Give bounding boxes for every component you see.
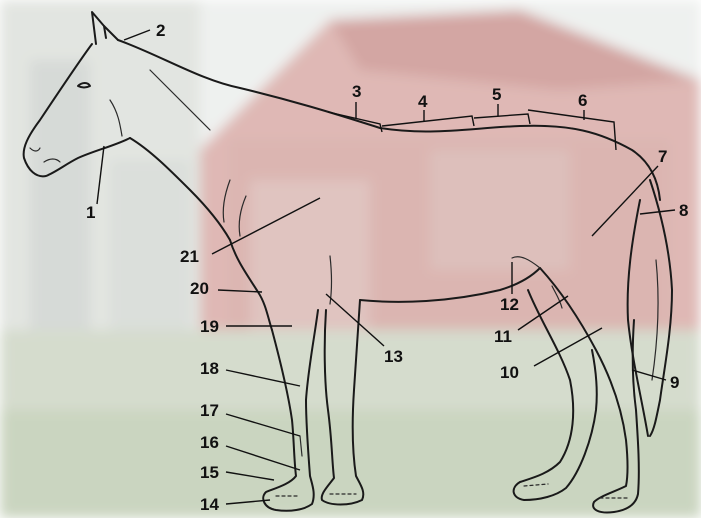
label-8: 8 xyxy=(679,201,688,220)
label-19: 19 xyxy=(200,317,219,336)
label-21: 21 xyxy=(180,247,199,266)
label-14: 14 xyxy=(200,495,219,514)
label-11: 11 xyxy=(494,327,512,346)
label-5: 5 xyxy=(492,85,501,104)
label-6: 6 xyxy=(578,91,587,110)
label-3: 3 xyxy=(352,82,361,101)
label-9: 9 xyxy=(670,373,679,392)
label-15: 15 xyxy=(200,463,219,482)
label-20: 20 xyxy=(190,279,209,298)
label-2: 2 xyxy=(156,21,165,40)
label-16: 16 xyxy=(200,433,219,452)
label-1: 1 xyxy=(86,203,95,222)
label-13: 13 xyxy=(384,347,403,366)
label-10: 10 xyxy=(500,363,519,382)
label-4: 4 xyxy=(418,92,428,111)
label-17: 17 xyxy=(200,401,219,420)
label-7: 7 xyxy=(658,147,667,166)
label-12: 12 xyxy=(500,295,519,314)
label-18: 18 xyxy=(200,359,219,378)
